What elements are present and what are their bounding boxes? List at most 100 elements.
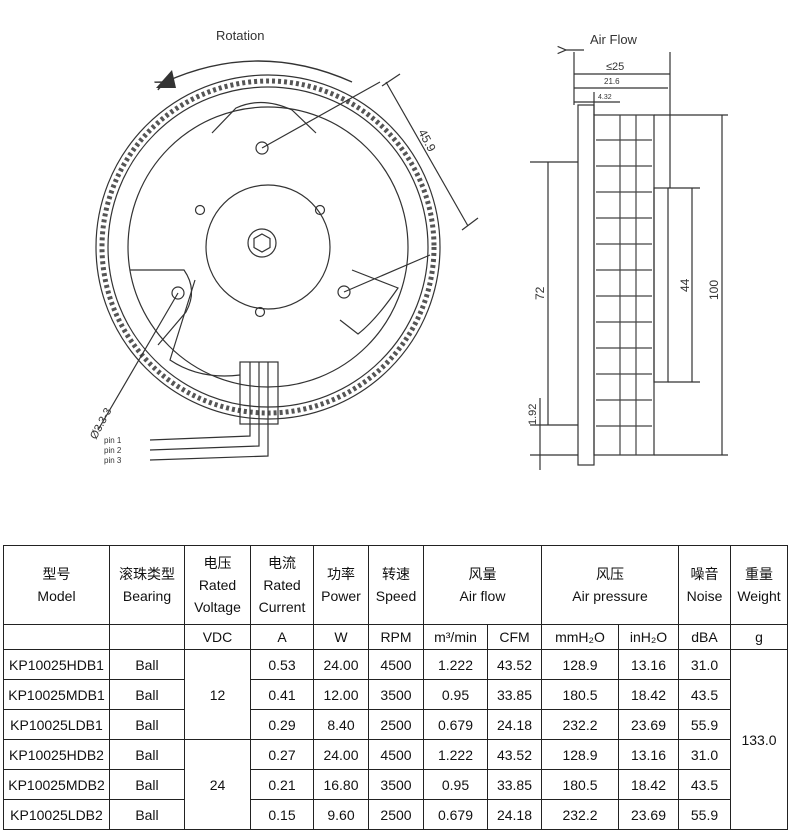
cell-power: 9.60 [313,799,369,830]
dim-21-6: 21.6 [604,77,620,86]
cell-airflow-m3: 1.222 [423,739,488,770]
side-hub [653,187,669,383]
cell-current: 0.21 [250,769,314,800]
mount-hole-right [337,285,351,299]
cell-voltage: 24 [184,739,251,830]
cell-pressure-in: 18.42 [618,679,679,710]
outer-ring-inner [107,86,429,408]
unit-empty [109,624,185,650]
unit-pressure-in: inH₂O [618,624,679,650]
unit-power: W [313,624,369,650]
drawing-svg: Rotation 45.9 Ø3.3-3 pin 1 pin 2 pin 3 [88,28,728,470]
dim-44: 44 [678,278,692,292]
dim-72: 72 [533,286,547,300]
cell-speed: 3500 [368,679,424,710]
rotation-arrowhead [156,70,176,88]
cell-airflow-m3: 0.679 [423,709,488,740]
cell-airflow-cfm: 43.52 [487,649,542,680]
cell-airflow-m3: 1.222 [423,649,488,680]
cell-speed: 4500 [368,739,424,770]
cell-airflow-cfm: 33.85 [487,769,542,800]
fan-technical-drawing: Rotation 45.9 Ø3.3-3 pin 1 pin 2 pin 3 [88,28,728,470]
blade-lines [596,115,652,455]
dim-25: ≤25 [606,61,624,73]
mounting-tab-left [130,269,193,346]
unit-airflow-cfm: CFM [487,624,542,650]
cell-pressure-mm: 128.9 [541,739,619,770]
mounting-tab-right [339,269,399,335]
cell-current: 0.29 [250,709,314,740]
cell-pressure-mm: 180.5 [541,769,619,800]
cell-bearing: Ball [109,709,185,740]
cell-speed: 3500 [368,769,424,800]
wire [149,424,269,461]
cell-pressure-in: 18.42 [618,769,679,800]
mount-hole-left [171,286,185,300]
cell-current: 0.53 [250,649,314,680]
cell-model: KP10025MDB1 [3,679,110,710]
mounting-tab-top [211,101,317,134]
cell-model: KP10025LDB2 [3,799,110,830]
cell-noise: 55.9 [678,709,731,740]
cell-pressure-in: 13.16 [618,649,679,680]
cell-pressure-in: 13.16 [618,739,679,770]
cell-model: KP10025HDB1 [3,649,110,680]
cell-noise: 31.0 [678,649,731,680]
screw-hole [194,204,206,216]
table-row: KP10025LDB2 Ball 0.15 9.60 2500 0.679 24… [3,799,788,830]
cell-power: 24.00 [313,739,369,770]
airflow-label: Air Flow [590,32,638,47]
dim-100: 100 [707,280,721,300]
cell-pressure-in: 23.69 [618,709,679,740]
cell-bearing: Ball [109,739,185,770]
shaft-circle [247,228,277,258]
unit-airflow-m3: m³/min [423,624,488,650]
cell-speed: 2500 [368,799,424,830]
cell-power: 24.00 [313,649,369,680]
cell-pressure-in: 23.69 [618,799,679,830]
cell-airflow-cfm: 33.85 [487,679,542,710]
rotation-arrow [165,60,353,82]
cell-current: 0.27 [250,739,314,770]
cell-noise: 31.0 [678,739,731,770]
unit-current: A [250,624,314,650]
screw-hole [314,204,326,216]
unit-empty [3,624,110,650]
cell-power: 16.80 [313,769,369,800]
table-row: KP10025MDB2 Ball 0.21 16.80 3500 0.95 33… [3,769,788,800]
dim-1-92: 1.92 [527,404,539,425]
cell-power: 12.00 [313,679,369,710]
cell-bearing: Ball [109,649,185,680]
unit-noise: dBA [678,624,731,650]
wire [149,424,260,451]
cell-current: 0.41 [250,679,314,710]
side-view [530,50,728,470]
motor-disc [205,184,331,310]
pin-2-label: pin 2 [104,446,122,455]
cell-airflow-cfm: 24.18 [487,799,542,830]
cell-noise: 55.9 [678,799,731,830]
pin-3-label: pin 3 [104,456,122,465]
cell-pressure-mm: 180.5 [541,679,619,710]
cell-pressure-mm: 232.2 [541,799,619,830]
cell-weight: 133.0 [730,649,788,830]
cell-speed: 2500 [368,709,424,740]
side-flange [577,104,595,466]
unit-pressure-mm: mmH₂O [541,624,619,650]
cell-model: KP10025MDB2 [3,769,110,800]
screw-hole [254,306,266,318]
cell-speed: 4500 [368,649,424,680]
table-row: KP10025HDB1 Ball 12 0.53 24.00 4500 1.22… [3,649,788,830]
cell-model: KP10025HDB2 [3,739,110,770]
cell-noise: 43.5 [678,769,731,800]
